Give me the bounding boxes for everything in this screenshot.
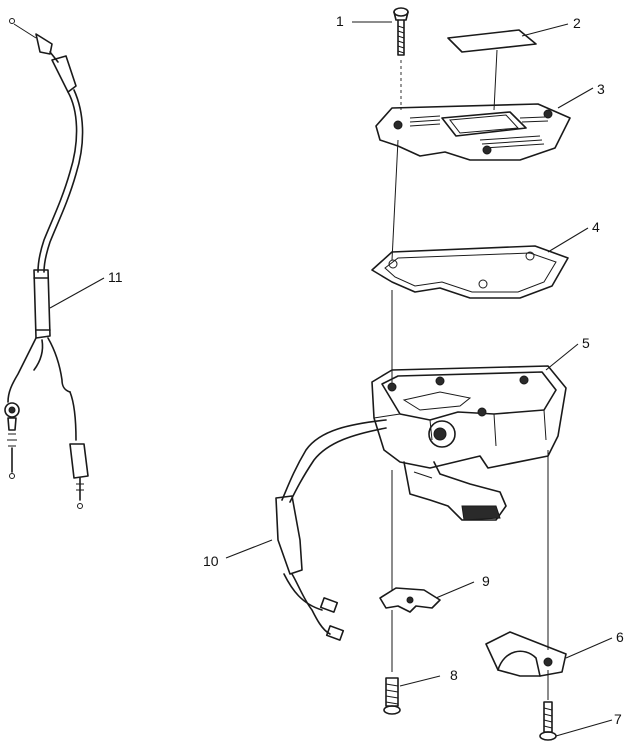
part-cover bbox=[375, 103, 571, 161]
assembly-axis-lines bbox=[391, 49, 549, 700]
part-wire-harness bbox=[275, 419, 387, 641]
callout-5: 5 bbox=[582, 335, 590, 351]
part-screw-bottom-right bbox=[539, 701, 557, 741]
callout-6: 6 bbox=[616, 629, 624, 645]
callout-1: 1 bbox=[336, 13, 344, 29]
callout-11: 11 bbox=[108, 269, 123, 285]
callout-9: 9 bbox=[482, 573, 490, 589]
part-gasket bbox=[371, 245, 569, 299]
callout-7: 7 bbox=[614, 711, 622, 727]
callout-8: 8 bbox=[450, 667, 458, 683]
part-screw-bottom-left bbox=[383, 677, 401, 715]
callout-4: 4 bbox=[592, 219, 600, 235]
part-throttle-cable bbox=[4, 18, 89, 509]
callout-3: 3 bbox=[597, 81, 605, 97]
callout-leaders bbox=[49, 21, 613, 737]
callout-2: 2 bbox=[573, 15, 581, 31]
part-clamp bbox=[485, 631, 567, 677]
part-decal bbox=[447, 29, 537, 53]
callout-numbers: 1 2 3 4 5 6 7 8 9 10 11 bbox=[108, 13, 624, 727]
part-throttle-housing bbox=[371, 365, 567, 521]
part-bracket-plate bbox=[379, 587, 441, 613]
part-screw-top bbox=[393, 7, 409, 56]
callout-10: 10 bbox=[203, 553, 219, 569]
